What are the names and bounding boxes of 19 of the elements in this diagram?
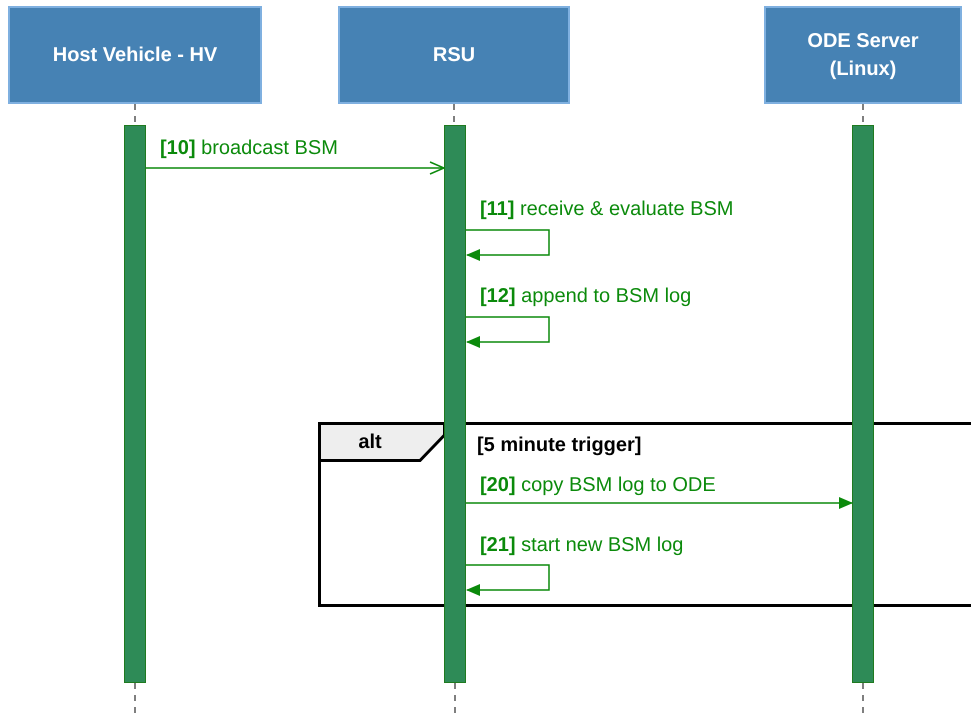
lifeline — [862, 104, 864, 125]
lifeline — [134, 104, 136, 125]
participant-name: ODE Server (Linux) — [806, 29, 920, 82]
lifeline — [453, 104, 455, 125]
frame-tab: alt — [318, 422, 446, 462]
participant-box — [338, 6, 570, 104]
participant-name: Host Vehicle - HV — [52, 43, 218, 68]
activation-bar — [852, 125, 874, 683]
participant-box — [8, 6, 262, 104]
self-message-arrow — [466, 229, 550, 261]
participant-name: RSU — [432, 43, 476, 68]
message-arrow — [146, 161, 445, 175]
activation-bar — [444, 125, 466, 683]
guard-condition: [5 minute trigger] — [477, 433, 642, 458]
activation-bar — [124, 125, 146, 683]
participant-box — [764, 6, 962, 104]
message-arrow — [466, 497, 853, 509]
self-message-arrow — [466, 564, 550, 596]
self-message-arrow — [466, 316, 550, 348]
